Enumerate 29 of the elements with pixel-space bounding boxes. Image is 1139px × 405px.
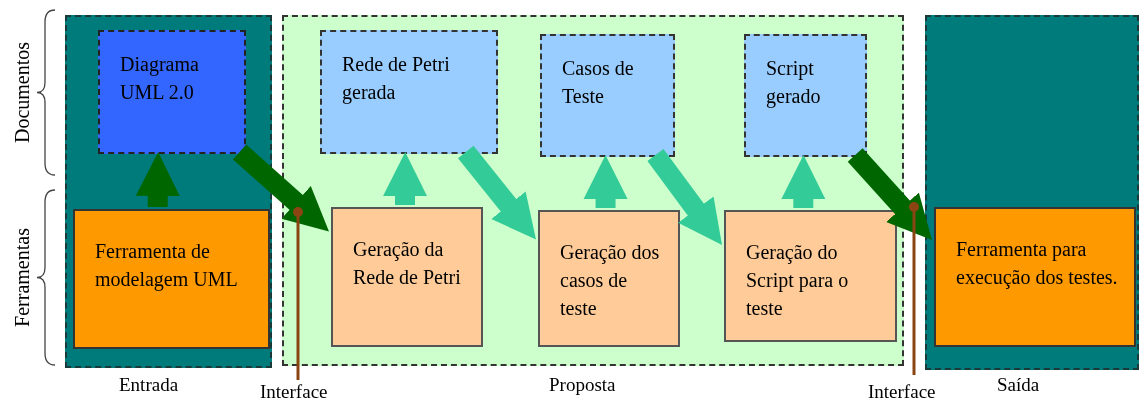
- process-box: [538, 210, 680, 347]
- document-box: [744, 34, 867, 157]
- box-label: Geração da Rede de Petri: [353, 237, 462, 290]
- document-box: [98, 30, 246, 154]
- process-box: [724, 210, 897, 342]
- panel-caption: Entrada: [119, 374, 179, 396]
- box-label: Ferramenta para execução dos testes.: [956, 237, 1119, 291]
- block-arrow: [135, 151, 180, 208]
- tool-box: [73, 209, 270, 349]
- row-label: Ferramentas: [10, 226, 34, 329]
- block-arrow: [781, 154, 826, 209]
- panel-caption: Proposta: [549, 374, 616, 396]
- tool-box: [934, 207, 1136, 347]
- block-arrow: [383, 151, 428, 206]
- block-arrow: [583, 155, 628, 208]
- panel-caption: Saída: [997, 374, 1040, 396]
- process-box: [331, 207, 483, 347]
- box-label: Casos de Teste: [562, 56, 635, 109]
- box-label: Script gerado: [766, 56, 822, 110]
- box-label: Ferramenta de modelagem UML: [95, 239, 239, 293]
- document-box: [540, 34, 675, 157]
- box-label: Rede de Petri gerada: [342, 52, 451, 106]
- box-label: Diagrama UML 2.0: [120, 52, 200, 105]
- row-label: Documentos: [10, 40, 34, 145]
- interface-label: Interface: [868, 381, 936, 403]
- box-label: Geração dos casos de teste: [560, 240, 661, 321]
- document-box: [320, 30, 498, 154]
- interface-label: Interface: [260, 381, 328, 403]
- box-label: Geração do Script para o teste: [746, 240, 850, 321]
